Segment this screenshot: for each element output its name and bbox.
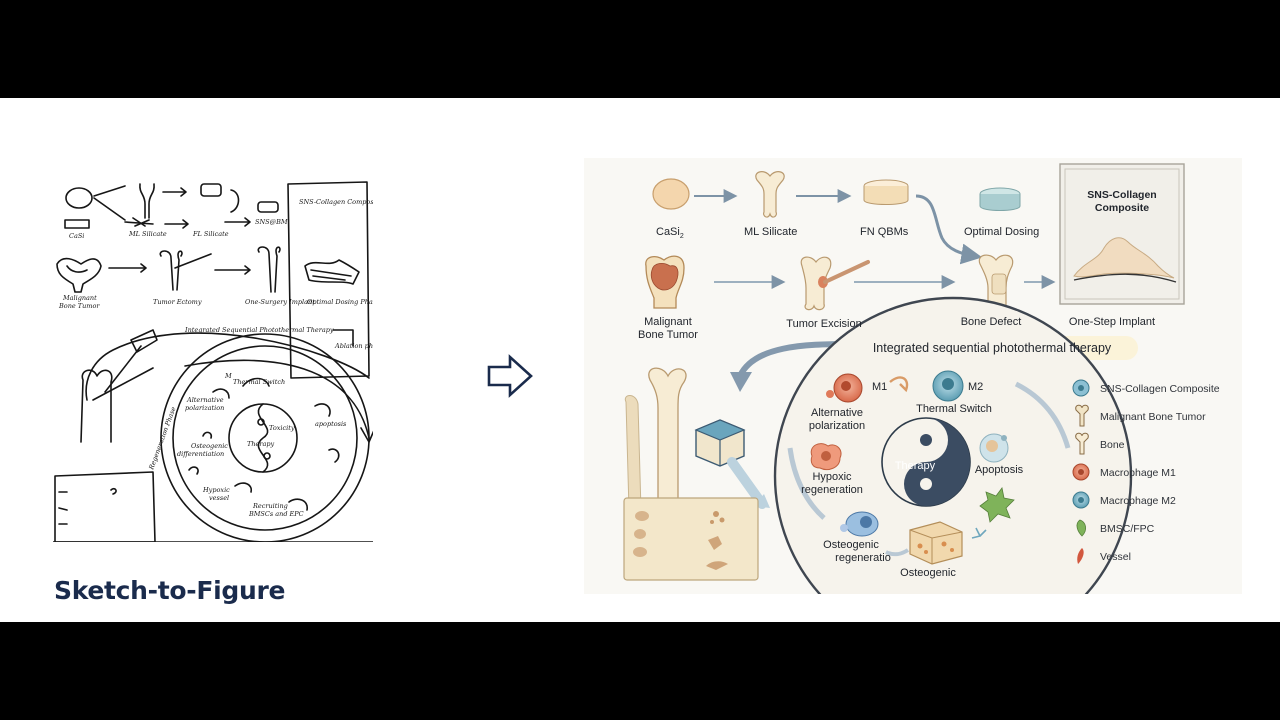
- label-hypoxic-1: Hypoxic: [812, 471, 852, 483]
- sketch-label-integrated: Integrated Sequential Photothermal Thera…: [184, 326, 334, 334]
- label-m2: M2: [968, 381, 983, 393]
- sketch-label-hypoxic: Hypoxic: [202, 486, 230, 494]
- figure-panel: CaSi2 ML Silicate FN QBMs Optimal Dosing…: [584, 158, 1242, 656]
- macrophage-m2-cell: [932, 370, 964, 402]
- fn-qbms-disc: [863, 186, 909, 205]
- label-apoptosis: Apoptosis: [975, 464, 1024, 476]
- sketch-label-sns-collagen: SNS-Collagen Composite: [299, 198, 373, 206]
- sketch-tumor-bone: [56, 257, 102, 293]
- legend-label-4: Macrophage M2: [1100, 495, 1176, 507]
- legend-label-1: Malignant Bone Tumor: [1100, 411, 1206, 423]
- legend-vessel-icon: [1077, 548, 1084, 564]
- label-fn-qbms: FN QBMs: [860, 226, 909, 238]
- legend-label-0: SNS-Collagen Composite: [1100, 383, 1220, 395]
- osteogenic-scaffold: [909, 521, 963, 565]
- sketch-label-alternative: Alternative: [186, 396, 224, 404]
- label-malignant-1: Malignant: [644, 316, 692, 328]
- label-m1: M1: [872, 381, 887, 393]
- sketch-bone-implant: [257, 246, 281, 293]
- label-optimal-dosing: Optimal Dosing: [964, 226, 1039, 238]
- legend-macrophage-m2-icon: [1072, 491, 1090, 509]
- sketch-label-ablation: Ablation phase: [334, 342, 373, 350]
- slide: CaSi ML Silicate FL Silicate SNS@BM SNS-…: [0, 98, 1280, 656]
- sketch-label-tumor-ectomy: Tumor Ectomy: [153, 298, 202, 306]
- sketch-disc-shape: [200, 183, 222, 197]
- composite-block: [694, 419, 746, 467]
- label-hypoxic-2: regeneration: [801, 484, 863, 496]
- label-alternative-2: polarization: [809, 420, 865, 432]
- label-one-step: One-Step Implant: [1069, 316, 1155, 328]
- legend-tumor-bone-icon: [1075, 404, 1089, 427]
- sketch-label-thermal-switch: Thermal Switch: [233, 378, 285, 386]
- sketch-label-bmscs: BMSCs and EPC: [248, 510, 304, 518]
- legend-label-2: Bone: [1100, 439, 1125, 451]
- sketch-label-casi: CaSi: [69, 232, 84, 240]
- sketch-label-toxicity: Toxicity: [269, 424, 295, 432]
- sketch-label-therapy: Therapy: [247, 440, 275, 448]
- label-malignant-2: Bone Tumor: [638, 329, 698, 341]
- sketch-bone-excision: [159, 250, 183, 291]
- sketch-large-bone: [80, 369, 113, 443]
- collagen-powder: [1073, 237, 1175, 279]
- sketch-label-apoptosis: apoptosis: [315, 420, 347, 428]
- sketch-label-one-surgery: One-Surgery Implant: [245, 298, 315, 306]
- sns-collagen-box: [1059, 163, 1185, 305]
- sketch-panel: CaSi ML Silicate FL Silicate SNS@BM SNS-…: [52, 180, 384, 543]
- tumor-excision-bone: [800, 256, 832, 311]
- label-sns-collagen-2: Composite: [1095, 202, 1149, 214]
- label-bone-defect: Bone Defect: [961, 316, 1022, 328]
- label-osteogenic-3: Osteogenic: [900, 567, 956, 579]
- label-sns-collagen-1: SNS-Collagen: [1087, 189, 1156, 201]
- legend-label-5: BMSC/FPC: [1100, 523, 1155, 535]
- sketch-label-osteogenic: Osteogenic: [191, 442, 228, 450]
- apoptosis-cell: [979, 433, 1009, 463]
- sketch-curve-arrow: [85, 332, 370, 401]
- sketch-label-m: M: [224, 372, 232, 380]
- figure-drawing: CaSi2 ML Silicate FN QBMs Optimal Dosing…: [623, 163, 1220, 656]
- label-alternative-1: Alternative: [811, 407, 863, 419]
- sketch-label-polarization: polarization: [185, 404, 224, 412]
- label-tumor-excision: Tumor Excision: [786, 318, 861, 330]
- label-ml-silicate: ML Silicate: [744, 226, 797, 238]
- sketch-label-ml-silicate: ML Silicate: [128, 230, 167, 238]
- legend-macrophage-m1-icon: [1072, 463, 1090, 481]
- legend-bone-icon: [1075, 432, 1089, 455]
- osteogenic-cell: [840, 511, 879, 537]
- legend-composite-icon: [1072, 379, 1090, 397]
- legend-label-6: Vessel: [1100, 551, 1131, 563]
- label-integrated: Integrated sequential photothermal thera…: [873, 341, 1112, 355]
- legend: [1072, 379, 1090, 564]
- ml-silicate-bone: [755, 171, 785, 218]
- label-therapy: Therapy: [895, 460, 936, 472]
- hypoxic-cell: [810, 443, 842, 471]
- tissue-box: [623, 497, 759, 581]
- right-arrow-icon: [486, 354, 534, 398]
- yin-yang-icon: [881, 417, 971, 507]
- sketch-composite-box: [287, 181, 370, 379]
- label-thermal-switch: Thermal Switch: [916, 403, 992, 415]
- sketch-casi-shape: [65, 187, 93, 209]
- sketch-bottom-box: [54, 471, 156, 543]
- optimal-dosing-disc: [979, 194, 1021, 211]
- sketch-label-sns-bm: SNS@BM: [255, 218, 288, 226]
- sketch-label-recruiting: Recruiting: [252, 502, 288, 510]
- macrophage-m1-cell: [826, 373, 863, 403]
- sketch-bone-shape: [139, 183, 155, 219]
- sketch-label-bone-tumor: Bone Tumor: [58, 302, 100, 310]
- label-osteogenic-1: Osteogenic: [823, 539, 879, 551]
- large-bone: [648, 367, 687, 539]
- legend-label-3: Macrophage M1: [1100, 467, 1176, 479]
- sketch-drawing: CaSi ML Silicate FL Silicate SNS@BM SNS-…: [52, 181, 384, 543]
- legend-bmsc-icon: [1076, 519, 1086, 537]
- sketch-label-malignant: Malignant: [62, 294, 97, 302]
- label-casi2: CaSi2: [656, 226, 684, 240]
- sketch-label-differentiation: differentiation: [177, 450, 224, 458]
- casi2-particle: [652, 178, 690, 210]
- bmsc-cell: [979, 487, 1015, 523]
- caption-title: Sketch-to-Figure: [54, 576, 286, 605]
- sketch-label-fl-silicate: FL Silicate: [192, 230, 229, 238]
- label-osteogenic-2: regeneratio: [835, 552, 891, 564]
- sketch-label-vessel: vessel: [209, 494, 229, 502]
- sketch-label-optimal-dosing: Optimal Dosing Phase: [307, 298, 373, 306]
